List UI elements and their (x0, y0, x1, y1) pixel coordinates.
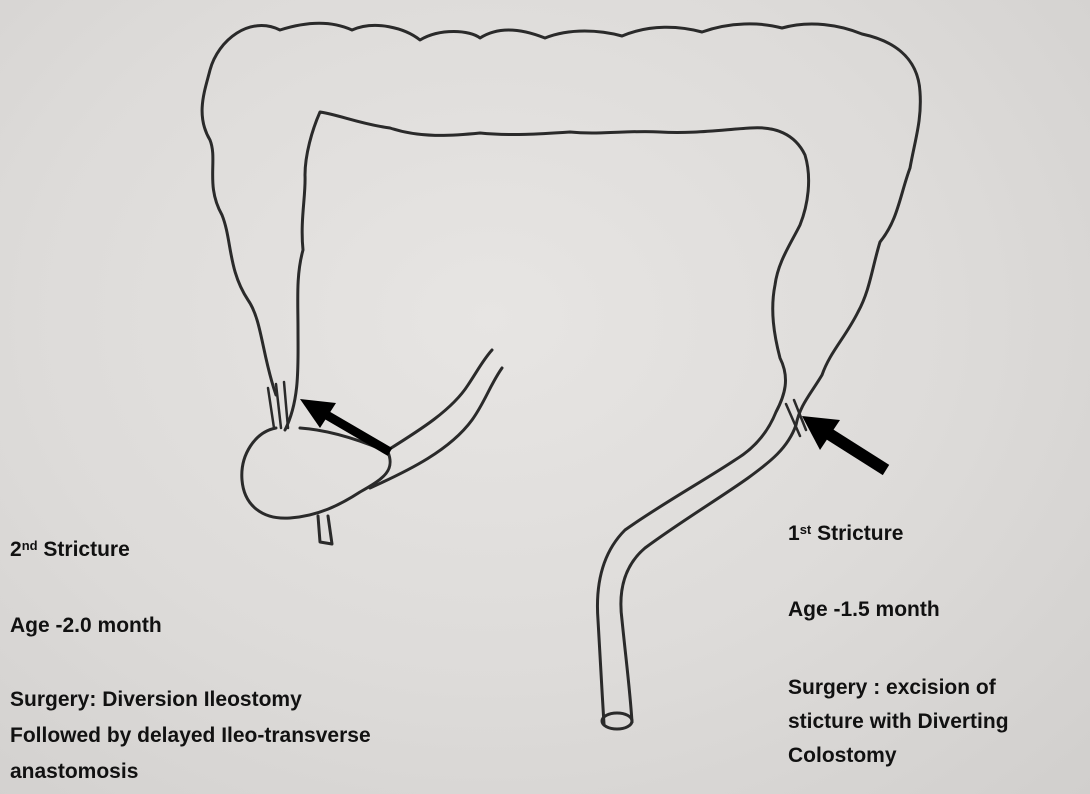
second-stricture-surgery-line3: anastomosis (10, 758, 138, 785)
ileum-upper (388, 350, 492, 450)
ordinal-suffix: nd (22, 538, 38, 553)
stricture-word: Stricture (817, 522, 903, 545)
first-stricture-heading: 1st Stricture (788, 520, 903, 547)
first-stricture-surgery-line1: Surgery : excision of (788, 674, 996, 701)
stricture-ties-2nd (268, 382, 288, 428)
ordinal-suffix: st (800, 522, 812, 537)
stricture-word: Stricture (43, 538, 129, 561)
second-stricture-age: Age -2.0 month (10, 612, 162, 639)
rectal-stump (602, 713, 632, 729)
first-stricture-surgery-line2: sticture with Diverting (788, 708, 1009, 735)
first-stricture-surgery-line3: Colostomy (788, 742, 897, 769)
appendix (318, 516, 332, 544)
arrow-icon-1st-stricture (802, 416, 886, 470)
second-stricture-surgery-line2: Followed by delayed Ileo-transverse (10, 722, 371, 749)
second-stricture-surgery-line1: Surgery: Diversion Ileostomy (10, 686, 302, 713)
second-stricture-heading: 2nd Stricture (10, 536, 130, 563)
colon-inner-wall (285, 112, 809, 724)
arrow-icon-2nd-stricture (300, 399, 390, 452)
ordinal-number: 1 (788, 522, 800, 545)
ordinal-number: 2 (10, 538, 22, 561)
first-stricture-age: Age -1.5 month (788, 596, 940, 623)
